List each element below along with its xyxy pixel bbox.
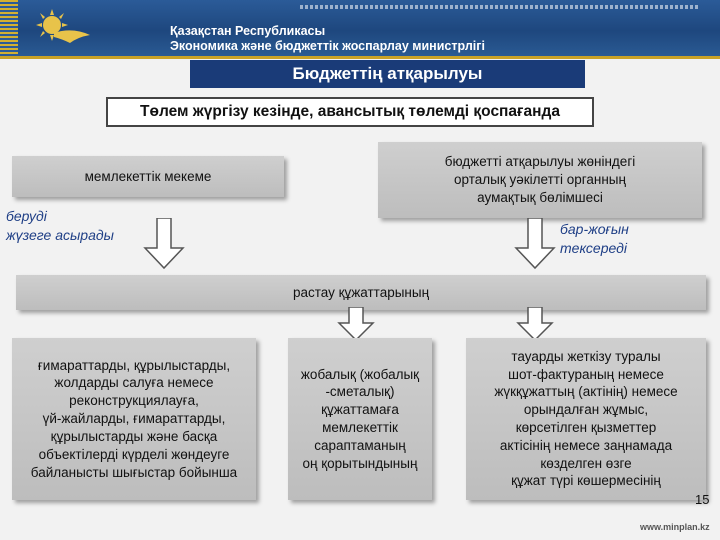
state-expertise-text: жобалық (жобалық -сметалық) құжаттамаға …: [300, 366, 420, 471]
condition-box: Төлем жүргізу кезінде, авансытық төлемді…: [106, 97, 594, 127]
supporting-documents-text: растау құжаттарының: [292, 285, 430, 300]
checks-note-text: бар-жоғын тексереді: [560, 221, 629, 256]
header-ministry: Экономика және бюджеттік жоспарлау минис…: [170, 39, 485, 53]
sun-eagle-emblem-icon: [36, 9, 90, 43]
invoice-documents-text: тауарды жеткізу туралы шот-фактураның не…: [494, 348, 678, 489]
header-country: Қазақстан Республикасы: [170, 24, 326, 38]
state-expertise-box: жобалық (жобалық -сметалық) құжаттамаға …: [288, 338, 432, 500]
checks-note: бар-жоғын тексереді: [560, 220, 670, 258]
header-banner: Қазақстан Республикасы Экономика және бю…: [0, 0, 720, 56]
state-institution-text: мемлекеттік мекеме: [84, 169, 212, 184]
header-tiny-text: [300, 5, 700, 9]
condition-text: Төлем жүргізу кезінде, авансытық төлемді…: [140, 103, 560, 120]
down-arrow-doc-1-icon: [337, 307, 375, 341]
header-gold-line: [0, 56, 720, 59]
invoice-documents-box: тауарды жеткізу туралы шот-фактураның не…: [466, 338, 706, 500]
down-arrow-left-icon: [143, 218, 185, 270]
construction-expenses-text: ғимараттарды, құрылыстарды, жолдарды сал…: [30, 357, 238, 480]
ornament-stripe: [0, 0, 18, 56]
footer-url: www.minplan.kz: [640, 522, 710, 532]
supporting-documents-box: растау құжаттарының: [16, 275, 706, 310]
treasury-unit-box: бюджетті атқарылуы жөніндегі орталық уәк…: [378, 142, 702, 218]
treasury-unit-text: бюджетті атқарылуы жөніндегі орталық уәк…: [444, 153, 636, 206]
performs-note-text: беруді жүзеге асырады: [6, 208, 114, 243]
down-arrow-doc-2-icon: [516, 307, 554, 341]
construction-expenses-box: ғимараттарды, құрылыстарды, жолдарды сал…: [12, 338, 256, 500]
down-arrow-right-icon: [514, 218, 556, 270]
page-number: 15: [695, 492, 710, 507]
slide-title: Бюджеттің атқарылуы: [190, 60, 585, 88]
performs-note: беруді жүзеге асырады: [6, 207, 166, 245]
state-institution-box: мемлекеттік мекеме: [12, 156, 284, 197]
